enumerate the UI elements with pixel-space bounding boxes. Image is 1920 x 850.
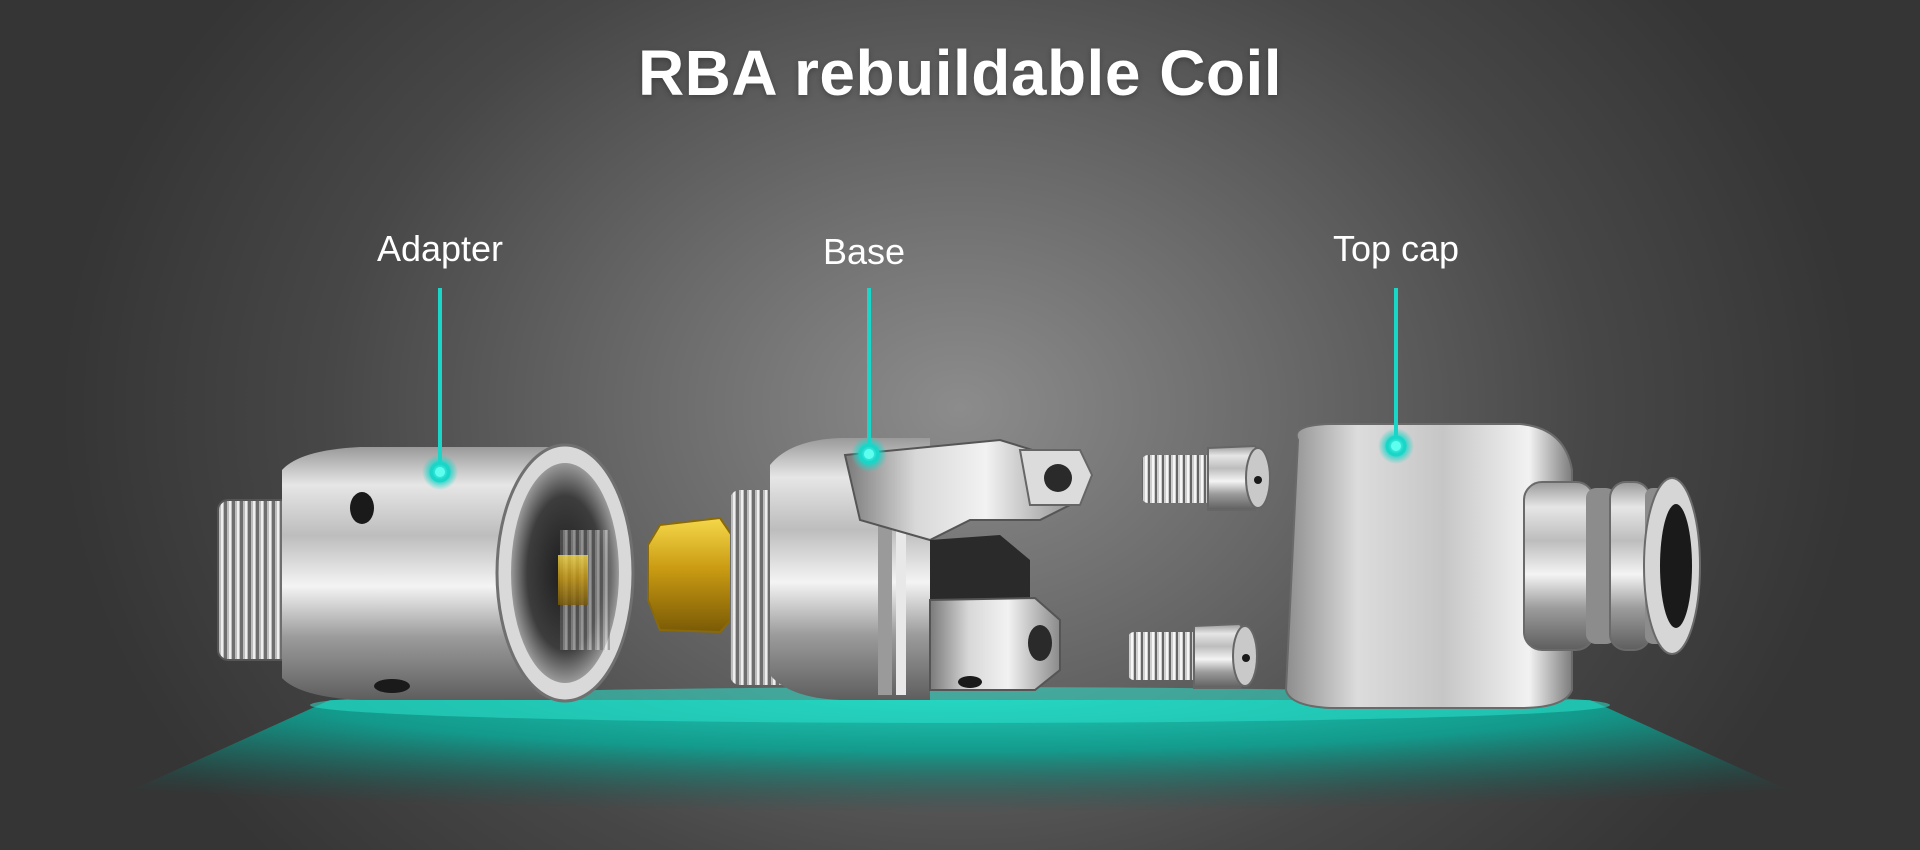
screw-lower [1128,622,1258,689]
adapter-part [217,443,635,703]
label-adapter: Adapter [376,228,504,269]
label-base: Base [822,231,906,272]
base-part [647,438,1094,700]
top-cap-part [1284,423,1701,709]
callout-adapter [422,288,458,490]
callout-top-cap [1378,288,1414,464]
page-title: RBA rebuildable Coil [637,37,1283,109]
callout-base [851,288,887,472]
screw-upper [1142,444,1271,511]
label-top-cap: Top cap [1332,228,1460,269]
floor-glow [0,687,1920,850]
